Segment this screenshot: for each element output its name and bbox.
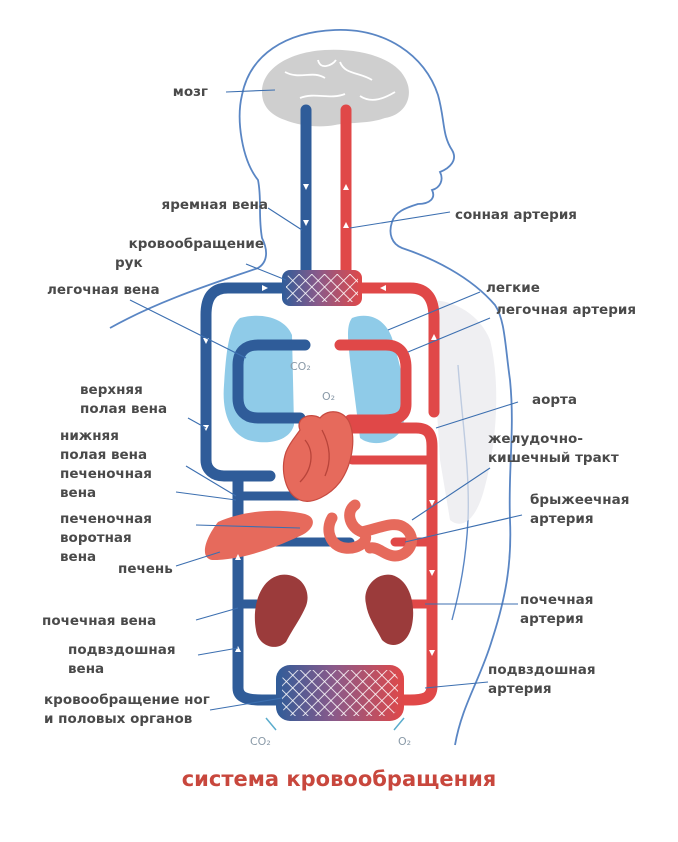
label-pulmonary-vein: легочная вена <box>47 282 160 298</box>
label-brain: мозг <box>173 84 208 100</box>
vein-flow-arrows <box>203 184 309 652</box>
artery-flow-arrows <box>343 184 437 656</box>
co2-lungs-label: CO₂ <box>290 360 311 373</box>
label-mesenteric-artery-1: брыжеечная <box>530 492 629 508</box>
gi-tract-icon <box>323 499 417 562</box>
label-hepatic-vein-1: печеночная <box>60 466 152 482</box>
leader-lines <box>129 89 523 711</box>
leg-capillary-mesh <box>282 670 398 716</box>
label-jugular-vein: яремная вена <box>162 197 268 213</box>
arm-capillary-mesh <box>286 274 358 302</box>
label-portal-vein-2: воротная <box>60 530 132 546</box>
o2-legs-label: O₂ <box>398 735 411 748</box>
right-side-shade <box>430 300 497 524</box>
label-lungs: легкие <box>486 280 540 296</box>
pulmonary-vein-loop <box>232 339 311 424</box>
label-superior-vena-cava-1: верхняя <box>80 382 143 398</box>
label-superior-vena-cava-2: полая вена <box>80 401 167 417</box>
brain-icon <box>262 49 409 127</box>
co2-legs-arrow <box>265 717 277 731</box>
label-leg-circulation-1: кровообращение ног <box>44 692 210 708</box>
o2-lungs-label: O₂ <box>322 390 335 403</box>
label-renal-artery-1: почечная <box>520 592 593 608</box>
descending-aorta <box>334 422 438 706</box>
heart-icon <box>282 411 354 502</box>
label-pulmonary-artery: легочная артерия <box>496 302 636 318</box>
heart-detail <box>299 429 330 483</box>
superior-vena-cava <box>200 282 292 482</box>
label-portal-vein-3: вена <box>60 549 96 565</box>
label-inferior-vena-cava-2: полая вена <box>60 447 147 463</box>
label-iliac-artery-2: артерия <box>488 681 552 697</box>
label-renal-artery-2: артерия <box>520 611 584 627</box>
o2-legs-arrow <box>393 717 405 731</box>
brain-folds <box>284 59 396 101</box>
label-iliac-vein-1: подвздошная <box>68 642 176 658</box>
label-aorta: аорта <box>532 392 577 408</box>
body-outline <box>109 29 513 746</box>
label-leg-circulation-2: и половых органов <box>44 711 192 727</box>
co2-legs-label: CO₂ <box>250 735 271 748</box>
label-carotid-artery: сонная артерия <box>455 207 577 223</box>
inferior-vena-cava <box>232 470 286 706</box>
left-kidney <box>254 574 308 647</box>
label-iliac-vein-2: вена <box>68 661 104 677</box>
label-inferior-vena-cava-1: нижняя <box>60 428 119 444</box>
label-arm-circulation-2: рук <box>115 255 143 271</box>
aorta-arch <box>354 282 440 418</box>
label-hepatic-vein-2: вена <box>60 485 96 501</box>
label-liver: печень <box>118 561 173 577</box>
label-iliac-artery-1: подвздошная <box>488 662 596 678</box>
label-gi-tract-2: кишечный тракт <box>488 450 619 466</box>
label-portal-vein-1: печеночная <box>60 511 152 527</box>
diagram-title: система кровообращения <box>182 767 497 791</box>
liver-icon <box>204 510 313 560</box>
pulmonary-artery-loop <box>334 339 412 426</box>
label-renal-vein: почечная вена <box>42 613 156 629</box>
label-mesenteric-artery-2: артерия <box>530 511 594 527</box>
label-arm-circulation-1: кровообращение <box>129 236 264 252</box>
label-gi-tract-1: желудочно- <box>488 431 583 447</box>
right-kidney <box>365 574 414 645</box>
